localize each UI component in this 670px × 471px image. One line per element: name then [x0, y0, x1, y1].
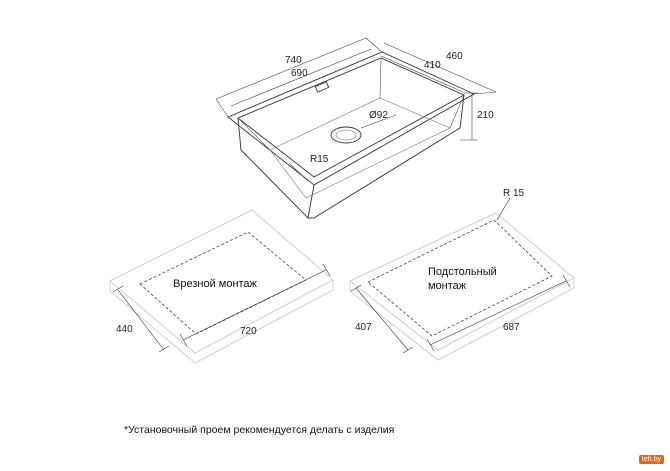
dim-line-410	[380, 55, 464, 93]
dim-ext-top	[365, 37, 383, 53]
dim-407: 407	[355, 322, 372, 333]
dim-line-720	[182, 269, 327, 341]
dim-720: 720	[240, 326, 257, 337]
dim-tick-720b	[322, 263, 331, 277]
sink-rim-outer	[227, 51, 475, 186]
sink-back-corner	[379, 57, 382, 99]
watermark-badge: teh.by	[638, 455, 664, 464]
dim-tick-407a	[350, 284, 362, 292]
undermount-label-1: Подстольный	[428, 266, 497, 278]
undermount-label-2: монтаж	[428, 280, 467, 292]
dim-line-460	[383, 42, 497, 93]
drain-inner	[335, 129, 357, 141]
drain-leader	[360, 114, 397, 129]
dim-tick-720a	[179, 333, 188, 347]
drain-outer	[330, 126, 362, 144]
dim-ext-right	[473, 91, 497, 95]
sink-bowl-left	[237, 117, 315, 219]
installation-footnote: *Установочный проем рекомендуется делать…	[124, 424, 395, 436]
dim-460: 460	[446, 51, 463, 62]
sink-right-corner	[449, 94, 465, 129]
countertop-left-edge	[109, 280, 334, 364]
cutout-right	[367, 219, 553, 337]
sink-left-corner	[237, 117, 271, 151]
dim-440: 440	[116, 324, 133, 335]
dim-drain: Ø92	[369, 110, 388, 121]
dim-210: 210	[477, 110, 494, 121]
dim-tick-440a	[112, 285, 124, 293]
dim-radius: R15	[310, 154, 329, 165]
dim-line-407	[355, 287, 409, 351]
flush-mount-diagram: Врезной монтаж 440 720	[109, 209, 334, 364]
undermount-diagram: Подстольный монтаж R 15 407 687	[349, 188, 575, 361]
overflow-slot	[314, 81, 330, 93]
dim-tick-440b	[158, 345, 170, 353]
dim-410: 410	[424, 60, 441, 71]
sink-bottom	[269, 97, 451, 199]
dim-line-440	[117, 289, 165, 351]
flush-mount-label: Врезной монтаж	[173, 278, 258, 290]
dim-tick-687a	[426, 338, 435, 352]
dim-r15: R 15	[503, 188, 525, 199]
dim-740: 740	[285, 55, 302, 66]
sink-rim-inner	[237, 57, 466, 178]
dim-687: 687	[503, 322, 520, 333]
countertop-right-edge	[349, 278, 575, 361]
sink-bowl-right	[313, 94, 465, 219]
dim-ext-left	[215, 98, 229, 118]
dim-tick-687b	[562, 274, 571, 288]
dim-line-690	[230, 48, 372, 107]
dim-line-740	[215, 37, 367, 100]
radius-leader-right	[496, 197, 511, 221]
dim-690: 690	[291, 68, 308, 79]
radius-leader	[289, 163, 309, 182]
dim-tick-407b	[402, 346, 414, 354]
dim-line-687	[429, 280, 567, 346]
sink-diagram: 740 690 460 410 210 Ø92 R15	[215, 37, 497, 219]
